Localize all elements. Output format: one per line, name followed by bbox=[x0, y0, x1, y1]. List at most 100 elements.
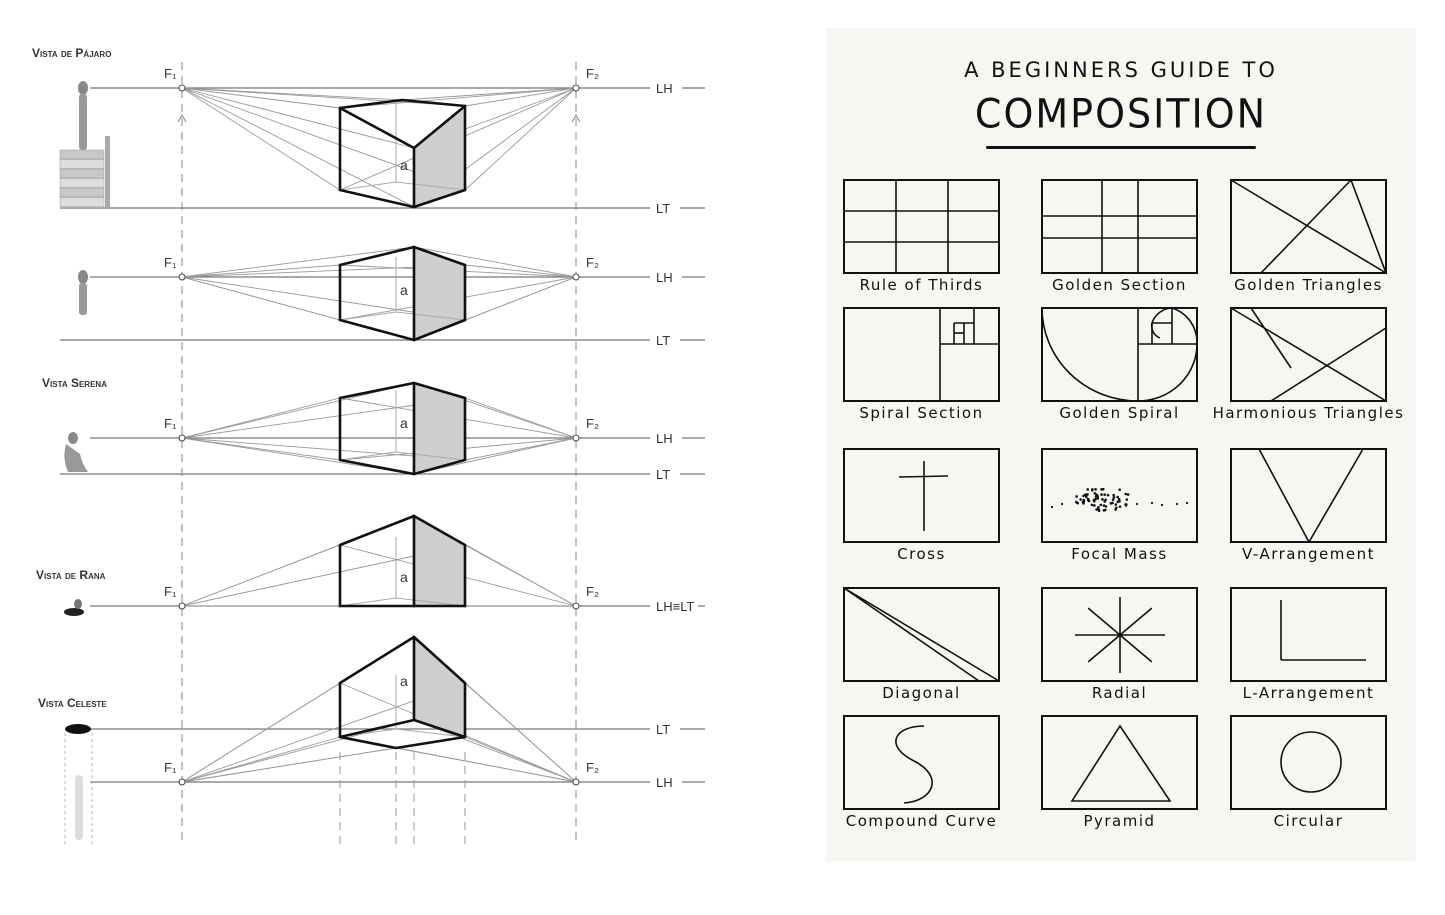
face-label: a bbox=[400, 415, 408, 431]
focal-dot bbox=[1100, 488, 1103, 491]
view-title: Vista de Pájaro bbox=[32, 46, 111, 60]
platform-icon bbox=[59, 136, 110, 208]
focal-dot bbox=[1099, 503, 1103, 507]
sky-observer-icon bbox=[65, 724, 91, 734]
focal-dot bbox=[1111, 498, 1115, 502]
composition-label: Golden Spiral bbox=[1059, 404, 1180, 422]
golden-triangles-thumbnail bbox=[1230, 179, 1387, 274]
focal-dot bbox=[1093, 492, 1097, 495]
composition-line bbox=[1230, 307, 1387, 402]
composition-label: L-Arrangement bbox=[1242, 684, 1375, 702]
title-underline bbox=[986, 146, 1256, 149]
composition-line bbox=[1308, 448, 1364, 543]
composition-line bbox=[898, 475, 949, 478]
vanishing-point bbox=[572, 434, 580, 442]
construction-line bbox=[181, 246, 415, 278]
face-label: a bbox=[400, 157, 408, 173]
cube-edge bbox=[338, 635, 416, 685]
focal-dot bbox=[1100, 493, 1103, 496]
construction-line bbox=[181, 87, 415, 149]
vanishing-point bbox=[572, 778, 580, 786]
cube-edge bbox=[400, 98, 467, 108]
focal-dot bbox=[1104, 498, 1107, 502]
focal-dot bbox=[1093, 504, 1096, 507]
focal-dot bbox=[1103, 493, 1106, 496]
composition-line bbox=[1350, 179, 1387, 274]
vanishing-point-label: F₂ bbox=[586, 255, 599, 270]
construction-line bbox=[464, 87, 577, 191]
focal-dot bbox=[1090, 503, 1094, 507]
vanishing-point-label: F₂ bbox=[586, 66, 599, 81]
cube-edge bbox=[412, 514, 467, 547]
composition-card-diagonal bbox=[843, 587, 1000, 682]
shaded-face bbox=[414, 637, 465, 737]
spiral-section-thumbnail bbox=[843, 307, 1000, 402]
focal-dot bbox=[1094, 497, 1097, 501]
composition-line bbox=[1250, 307, 1292, 369]
focal-dot bbox=[1101, 498, 1104, 501]
guide-title-line2: COMPOSITION bbox=[974, 90, 1268, 138]
focal-dot bbox=[1109, 502, 1113, 505]
focal-dot bbox=[1079, 498, 1082, 501]
face-label: a bbox=[400, 673, 408, 689]
vanishing-point bbox=[178, 602, 186, 610]
vanishing-point bbox=[178, 273, 186, 281]
construction-line bbox=[395, 747, 577, 783]
construction-line bbox=[413, 246, 577, 278]
focal-dot bbox=[1114, 503, 1118, 506]
shaded-face bbox=[414, 383, 465, 474]
cube-edge bbox=[338, 381, 416, 400]
focal-dot bbox=[1124, 504, 1128, 507]
frame bbox=[843, 715, 1000, 810]
cube-edge bbox=[338, 188, 416, 209]
composition-card-l-arrangement bbox=[1230, 587, 1387, 682]
horizon-label: LH bbox=[656, 81, 673, 96]
person-figure-icon bbox=[79, 283, 87, 315]
vanishing-point bbox=[178, 84, 186, 92]
golden-spiral-thumbnail bbox=[1041, 307, 1198, 402]
focal-dot bbox=[1082, 494, 1085, 498]
focal-dot bbox=[1060, 502, 1064, 506]
frame bbox=[1230, 307, 1387, 402]
composition-card-v-arrangement bbox=[1230, 448, 1387, 543]
composition-card-circular bbox=[1230, 715, 1387, 810]
vanishing-point bbox=[572, 84, 580, 92]
face-label: a bbox=[400, 569, 408, 585]
vanishing-point-label: F₂ bbox=[586, 584, 599, 599]
ground-label: LT bbox=[656, 333, 670, 348]
view-title: Vista Serena bbox=[42, 376, 107, 390]
ground-person-icon bbox=[64, 608, 84, 616]
person-figure-icon bbox=[78, 270, 88, 284]
composition-label: Focal Mass bbox=[1071, 545, 1168, 563]
frame bbox=[1230, 587, 1387, 682]
frame bbox=[1041, 448, 1198, 543]
horizon-label: LH bbox=[656, 270, 673, 285]
composition-card-harmonious-triangles bbox=[1230, 307, 1387, 402]
focal-dot bbox=[1135, 502, 1139, 506]
construction-line bbox=[464, 87, 577, 107]
construction-line bbox=[464, 437, 577, 461]
arrow-up-icon bbox=[571, 113, 581, 123]
cube-edge bbox=[338, 318, 416, 342]
cube-edge bbox=[412, 381, 467, 400]
cube-edge bbox=[412, 245, 467, 267]
person-figure-icon bbox=[79, 94, 87, 150]
cube-edge bbox=[412, 458, 467, 476]
horizon-label: LH bbox=[656, 431, 673, 446]
guide-title-line1: A BEGINNERS GUIDE TO bbox=[964, 58, 1278, 82]
construction-line bbox=[181, 747, 397, 783]
cube-edge bbox=[338, 245, 416, 267]
construction-line bbox=[464, 276, 577, 321]
focal-dot bbox=[1083, 493, 1087, 496]
focal-dot bbox=[1094, 487, 1097, 491]
focal-mass-thumbnail bbox=[1041, 448, 1198, 543]
composition-label: Compound Curve bbox=[845, 812, 998, 830]
focal-dot bbox=[1104, 508, 1107, 512]
composition-card-focal-mass bbox=[1041, 448, 1198, 543]
ground-person-icon bbox=[74, 599, 82, 609]
compound-curve-thumbnail bbox=[843, 715, 1000, 810]
focal-dot bbox=[1115, 506, 1118, 510]
